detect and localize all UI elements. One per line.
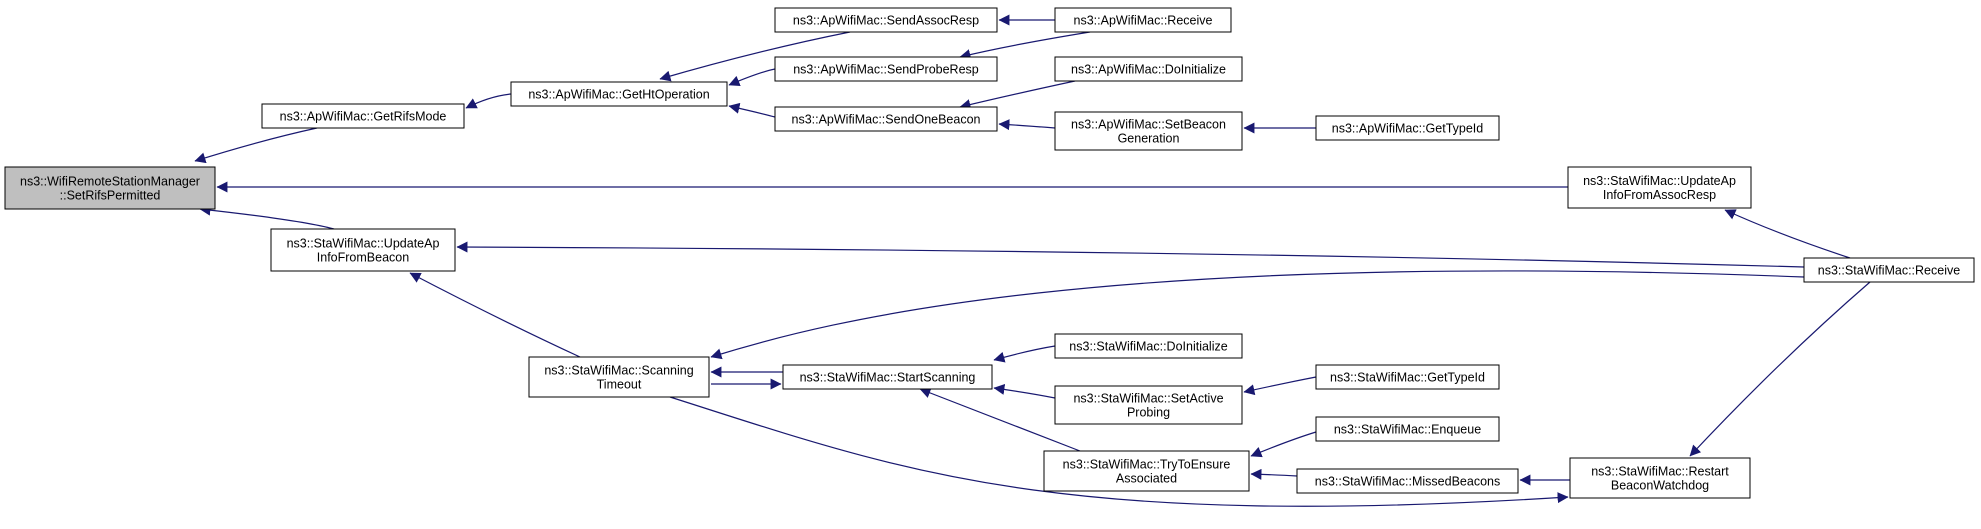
node-label: Probing <box>1127 406 1170 420</box>
node-box <box>774 56 998 82</box>
edge-sta_scantimeout-to-sta_restart <box>669 396 1569 507</box>
node-label: Associated <box>1116 472 1177 486</box>
node-box <box>1315 115 1500 141</box>
node-label: ns3::ApWifiMac::SetBeacon <box>1071 118 1226 132</box>
edge-sta_enqueue-to-sta_tryensure <box>1250 431 1317 458</box>
edges <box>194 14 1871 507</box>
node-box <box>1567 166 1752 209</box>
node-label: ns3::StaWifiMac::SetActive <box>1073 392 1223 406</box>
edge-sta_scantimeout-to-sta_updatebeacon <box>409 272 581 358</box>
node-label: Generation <box>1118 132 1180 146</box>
node-label: ns3::StaWifiMac::Enqueue <box>1334 423 1481 437</box>
edge-ap_sendbeacon-to-ap_getht <box>728 102 776 118</box>
node-box <box>1569 457 1751 499</box>
node-label: ns3::StaWifiMac::TryToEnsure <box>1063 458 1231 472</box>
node-box <box>1043 450 1250 492</box>
node-label: InfoFromAssocResp <box>1603 188 1716 202</box>
node-sta_updateassoc[interactable]: ns3::StaWifiMac::UpdateApInfoFromAssocRe… <box>1567 166 1752 209</box>
node-label: ns3::StaWifiMac::StartScanning <box>800 371 976 385</box>
node-box <box>270 228 456 272</box>
node-sta_gettypeid[interactable]: ns3::StaWifiMac::GetTypeId <box>1315 364 1500 390</box>
edge-ap_sendprobe-to-ap_getht <box>728 68 776 87</box>
node-label: ns3::StaWifiMac::Receive <box>1818 264 1960 278</box>
node-label: ::SetRifsPermitted <box>60 189 161 203</box>
node-label: ns3::ApWifiMac::DoInitialize <box>1071 63 1226 77</box>
edge-sta_gettypeid-to-sta_setactive <box>1243 376 1317 396</box>
node-label: ns3::StaWifiMac::MissedBeacons <box>1315 475 1501 489</box>
edge-ap_getht-to-ap_getrifs <box>465 93 512 109</box>
node-sta_startscan[interactable]: ns3::StaWifiMac::StartScanning <box>782 364 993 390</box>
node-label: ns3::StaWifiMac::Restart <box>1591 465 1729 479</box>
node-box <box>1054 385 1243 425</box>
node-ap_receive[interactable]: ns3::ApWifiMac::Receive <box>1054 7 1232 33</box>
node-label: ns3::ApWifiMac::GetRifsMode <box>280 110 447 124</box>
edge-ap_receive-to-ap_sendprobe <box>959 31 1091 60</box>
node-box <box>782 364 993 390</box>
node-root[interactable]: ns3::WifiRemoteStationManager::SetRifsPe… <box>4 166 216 210</box>
edge-sta_receive-to-sta_scantimeout <box>710 270 1805 360</box>
node-box <box>774 106 998 132</box>
node-label: ns3::WifiRemoteStationManager <box>20 175 200 189</box>
edge-ap_doinit-to-ap_sendbeacon <box>959 80 1076 110</box>
node-label: InfoFromBeacon <box>317 251 409 265</box>
edge-ap_setbeacongen-to-ap_sendbeacon <box>998 119 1056 131</box>
node-ap_sendbeacon[interactable]: ns3::ApWifiMac::SendOneBeacon <box>774 106 998 132</box>
node-box <box>1054 111 1243 151</box>
node-label: Timeout <box>597 378 642 392</box>
edge-sta_doinit-to-sta_startscan <box>993 345 1056 363</box>
node-label: ns3::ApWifiMac::SendAssocResp <box>793 14 979 28</box>
node-box <box>510 81 728 107</box>
node-label: ns3::StaWifiMac::Scanning <box>544 364 693 378</box>
node-label: BeaconWatchdog <box>1611 479 1709 493</box>
edge-sta_receive-to-sta_updateassoc <box>1724 209 1851 259</box>
node-box <box>1315 364 1500 390</box>
nodes: ns3::WifiRemoteStationManager::SetRifsPe… <box>4 7 1975 499</box>
edge-ap_getrifs-to-root <box>194 127 318 164</box>
node-box <box>1296 468 1519 494</box>
node-sta_missed[interactable]: ns3::StaWifiMac::MissedBeacons <box>1296 468 1519 494</box>
edge-sta_setactive-to-sta_startscan <box>993 383 1056 399</box>
node-label: ns3::StaWifiMac::DoInitialize <box>1069 340 1227 354</box>
node-ap_sendprobe[interactable]: ns3::ApWifiMac::SendProbeResp <box>774 56 998 82</box>
node-sta_enqueue[interactable]: ns3::StaWifiMac::Enqueue <box>1315 416 1500 442</box>
edge-sta_tryensure-to-sta_startscan <box>919 387 1081 452</box>
node-ap_doinit[interactable]: ns3::ApWifiMac::DoInitialize <box>1054 56 1243 82</box>
node-label: ns3::StaWifiMac::GetTypeId <box>1330 371 1485 385</box>
node-box <box>1054 56 1243 82</box>
node-box <box>1054 7 1232 33</box>
node-box <box>774 7 998 33</box>
node-ap_gettypeid[interactable]: ns3::ApWifiMac::GetTypeId <box>1315 115 1500 141</box>
node-ap_sendassoc[interactable]: ns3::ApWifiMac::SendAssocResp <box>774 7 998 33</box>
node-box <box>4 166 216 210</box>
node-box <box>261 103 465 129</box>
node-label: ns3::StaWifiMac::UpdateAp <box>287 237 440 251</box>
edge-ap_sendassoc-to-ap_getht <box>659 31 851 82</box>
edge-sta_updatebeacon-to-root <box>199 204 335 230</box>
node-sta_doinit[interactable]: ns3::StaWifiMac::DoInitialize <box>1054 333 1243 359</box>
node-ap_getht[interactable]: ns3::ApWifiMac::GetHtOperation <box>510 81 728 107</box>
node-ap_getrifs[interactable]: ns3::ApWifiMac::GetRifsMode <box>261 103 465 129</box>
node-label: ns3::ApWifiMac::SendOneBeacon <box>792 113 981 127</box>
node-box <box>1803 257 1975 283</box>
node-label: ns3::ApWifiMac::SendProbeResp <box>793 63 979 77</box>
node-label: ns3::ApWifiMac::Receive <box>1074 14 1213 28</box>
edge-sta_receive-to-sta_updatebeacon <box>456 241 1805 268</box>
node-box <box>1054 333 1243 359</box>
edge-sta_missed-to-sta_tryensure <box>1250 468 1298 480</box>
node-label: ns3::ApWifiMac::GetHtOperation <box>528 88 709 102</box>
node-label: ns3::StaWifiMac::UpdateAp <box>1583 174 1736 188</box>
node-box <box>528 356 710 398</box>
edge-sta_receive-to-sta_restart <box>1689 281 1871 457</box>
node-label: ns3::ApWifiMac::GetTypeId <box>1332 122 1483 136</box>
node-sta_receive[interactable]: ns3::StaWifiMac::Receive <box>1803 257 1975 283</box>
node-box <box>1315 416 1500 442</box>
